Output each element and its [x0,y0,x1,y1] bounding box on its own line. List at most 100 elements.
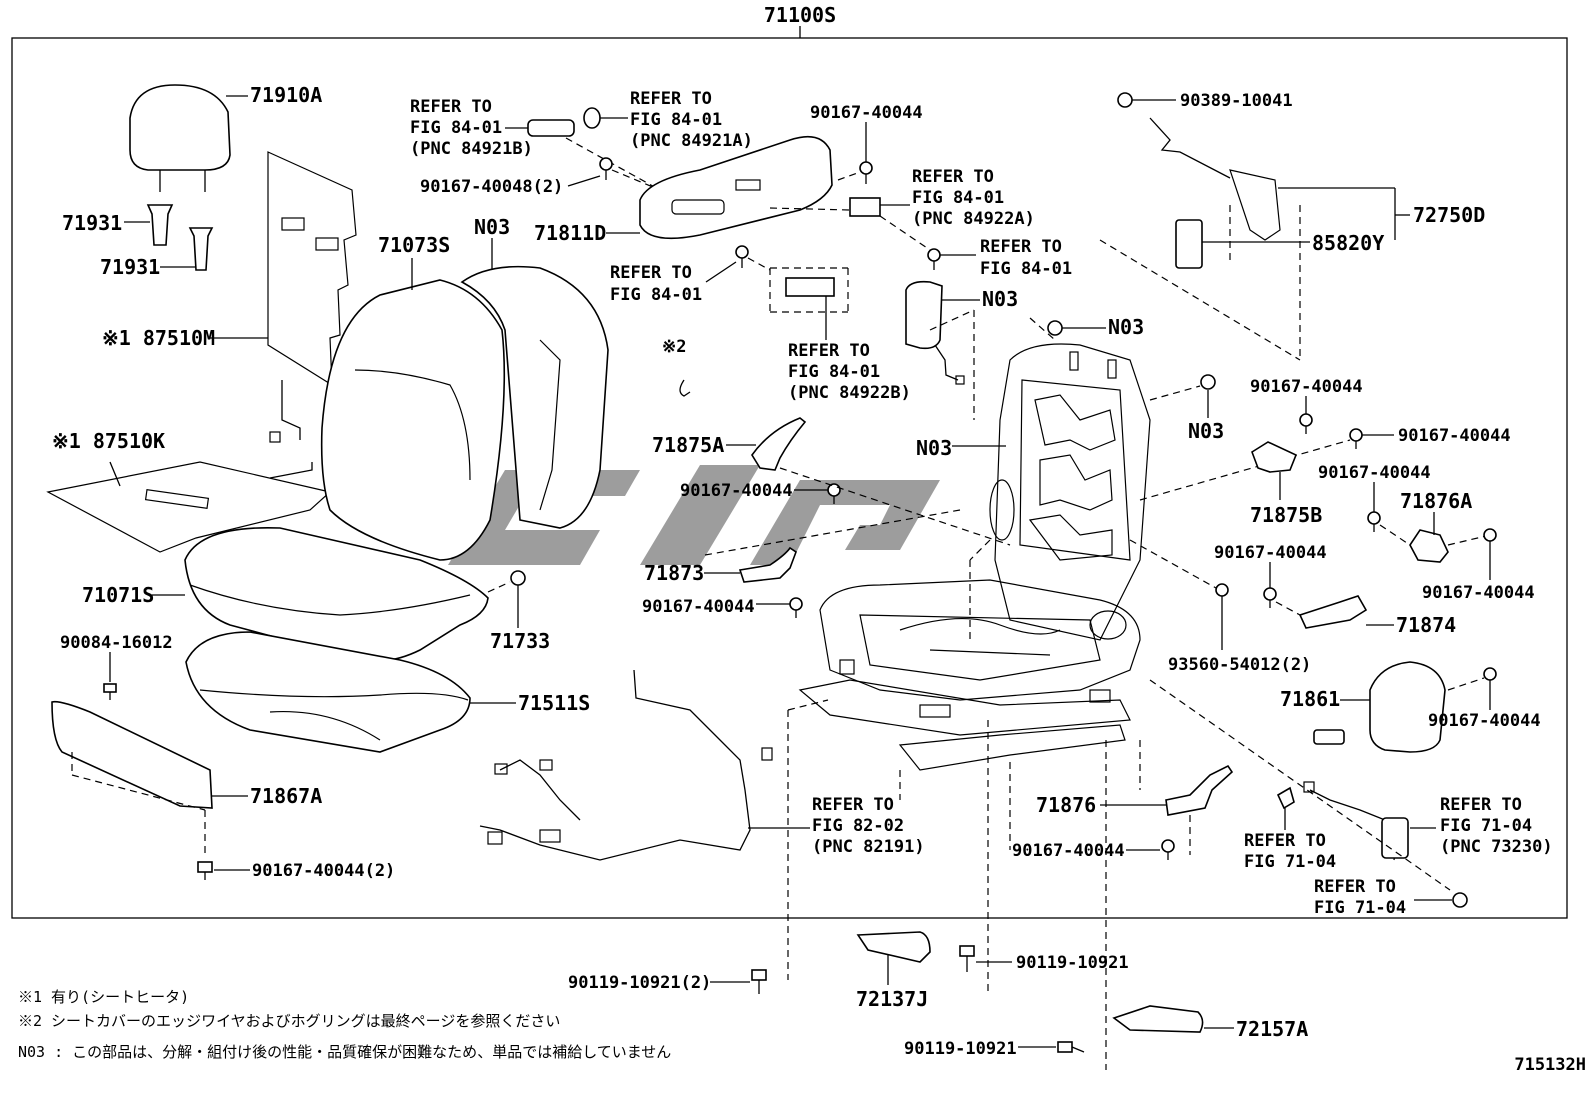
label-71073S: 71073S [378,233,450,257]
label-90167-i: 90167-40044 [1012,841,1125,861]
refer-84922B-line2: FIG 84-01 [788,362,880,382]
sensor-85820Y-part [1175,219,1203,269]
label-90167-h: 90167-40044 [1428,711,1541,731]
label-71811D: 71811D [534,221,606,245]
label-71875B: 71875B [1250,503,1322,527]
label-72750D: 72750D [1413,203,1485,227]
screw-refer-a-part [735,245,749,268]
label-90167-bottom: 90167-40044(2) [252,861,395,881]
refer-73230-line2: FIG 71-04 [1440,816,1532,836]
cushion-heater-part [46,461,332,553]
label-71910A: 71910A [250,83,322,107]
label-71511S: 71511S [518,691,590,715]
label-72137J: 72137J [856,987,928,1011]
note-2: ※2 シートカバーのエッジワイヤおよびホグリングは最終ページを参照ください [18,1012,560,1030]
knob-84921B-part [527,119,575,137]
nut-N03-right-part [1200,374,1216,390]
screw-90167-g-part [1483,528,1497,549]
refer-84922B-line3: (PNC 84922B) [788,383,911,403]
bolt-90119-a-part [959,945,975,972]
watermark-logo [448,465,940,565]
label-71931-lower: 71931 [100,255,160,279]
side-shield-part [51,700,213,809]
screw-refer-b-part [927,248,941,270]
refer-84-01-b-line2: FIG 84-01 [980,259,1072,279]
bolt-90119-2-part [751,969,767,994]
cover-71876A-part [1409,529,1449,563]
release-cable-part [1149,117,1231,179]
label-87510M: ※1 87510M [102,326,215,350]
label-87510K: ※1 87510K [52,429,165,453]
label-90389: 90389-10041 [1180,91,1293,111]
screw-90167-top-part [859,161,873,184]
label-71733: 71733 [490,629,550,653]
cover-72157A-part [1112,1005,1204,1033]
refer-84922B-line1: REFER TO [788,341,870,361]
label-N03-nut: N03 [1108,315,1144,339]
refer-84-01-b-line1: REFER TO [980,237,1062,257]
headrest-part [129,84,231,192]
bracket-71875B-part [1251,441,1298,473]
headrest-support-part [146,204,214,271]
refer-71-04-a-line1: REFER TO [1244,831,1326,851]
label-90167-e: 90167-40044 [1318,463,1431,483]
belt-cover-71861-part [1369,661,1446,753]
label-90167-g: 90167-40044 [1422,583,1535,603]
label-N03-pad: N03 [474,215,510,239]
label-85820Y: 85820Y [1312,231,1384,255]
mark-2-hogring: ※2 [662,337,686,357]
refer-84921A-line3: (PNC 84921A) [630,131,753,151]
refer-71-04-b-line1: REFER TO [1314,877,1396,897]
screw-90167-40048-part [599,157,613,180]
refer-84921A-line1: REFER TO [630,89,712,109]
refer-82191-line1: REFER TO [812,795,894,815]
label-90167-40048: 90167-40048(2) [420,177,563,197]
assembly-frame [11,37,1568,919]
label-90119-a: 90119-10921 [1016,953,1129,973]
cover-71876-part [1165,764,1234,816]
refer-84922A-line2: FIG 84-01 [912,188,1004,208]
label-71874: 71874 [1396,613,1456,637]
label-71931-upper: 71931 [62,211,122,235]
wire-harness-part [479,669,751,861]
refer-84921B-line2: FIG 84-01 [410,118,502,138]
bracket-71874-part [1298,595,1368,629]
label-71873: 71873 [644,561,704,585]
seatback-pad-part [460,265,609,529]
nut-N03-part [1047,320,1063,336]
label-90167-c: 90167-40044 [1250,377,1363,397]
clip-part [510,570,526,586]
refer-84921B-line3: (PNC 84921B) [410,139,533,159]
label-72157A: 72157A [1236,1017,1308,1041]
refer-84-01-a-line1: REFER TO [610,263,692,283]
note-1: ※1 有り(シートヒータ) [18,988,189,1006]
label-90119-2: 90119-10921(2) [568,973,711,993]
screw-90167-e-part [1367,511,1381,532]
switch-84922B-part [785,277,835,297]
nut-71-04-part [1452,892,1468,908]
refer-84921A-line2: FIG 84-01 [630,110,722,130]
screw-93560-part [1215,583,1229,604]
diagram-id: 715132H [1514,1055,1586,1075]
refer-84921B-line1: REFER TO [410,97,492,117]
label-90119-b: 90119-10921 [904,1039,1017,1059]
refer-71-04-b-line2: FIG 71-04 [1314,898,1406,918]
bolt-90084-part [103,683,117,700]
label-N03-nut-right: N03 [1188,419,1224,443]
lumbar-module-part [905,280,943,350]
screw-90167-c-part [1299,413,1313,434]
refer-84922A-line3: (PNC 84922A) [912,209,1035,229]
screw-90167-f-part [1263,587,1277,608]
label-90167-f: 90167-40044 [1214,543,1327,563]
label-71071S: 71071S [82,583,154,607]
refer-82191-line2: FIG 82-02 [812,816,904,836]
cover-72137J-part [856,931,931,963]
label-N03-lumbar: N03 [982,287,1018,311]
label-71867A: 71867A [250,784,322,808]
label-93560: 93560-54012(2) [1168,655,1311,675]
label-90167-top: 90167-40044 [810,103,923,123]
label-71875A: 71875A [652,433,724,457]
label-90167-b: 90167-40044 [642,597,755,617]
